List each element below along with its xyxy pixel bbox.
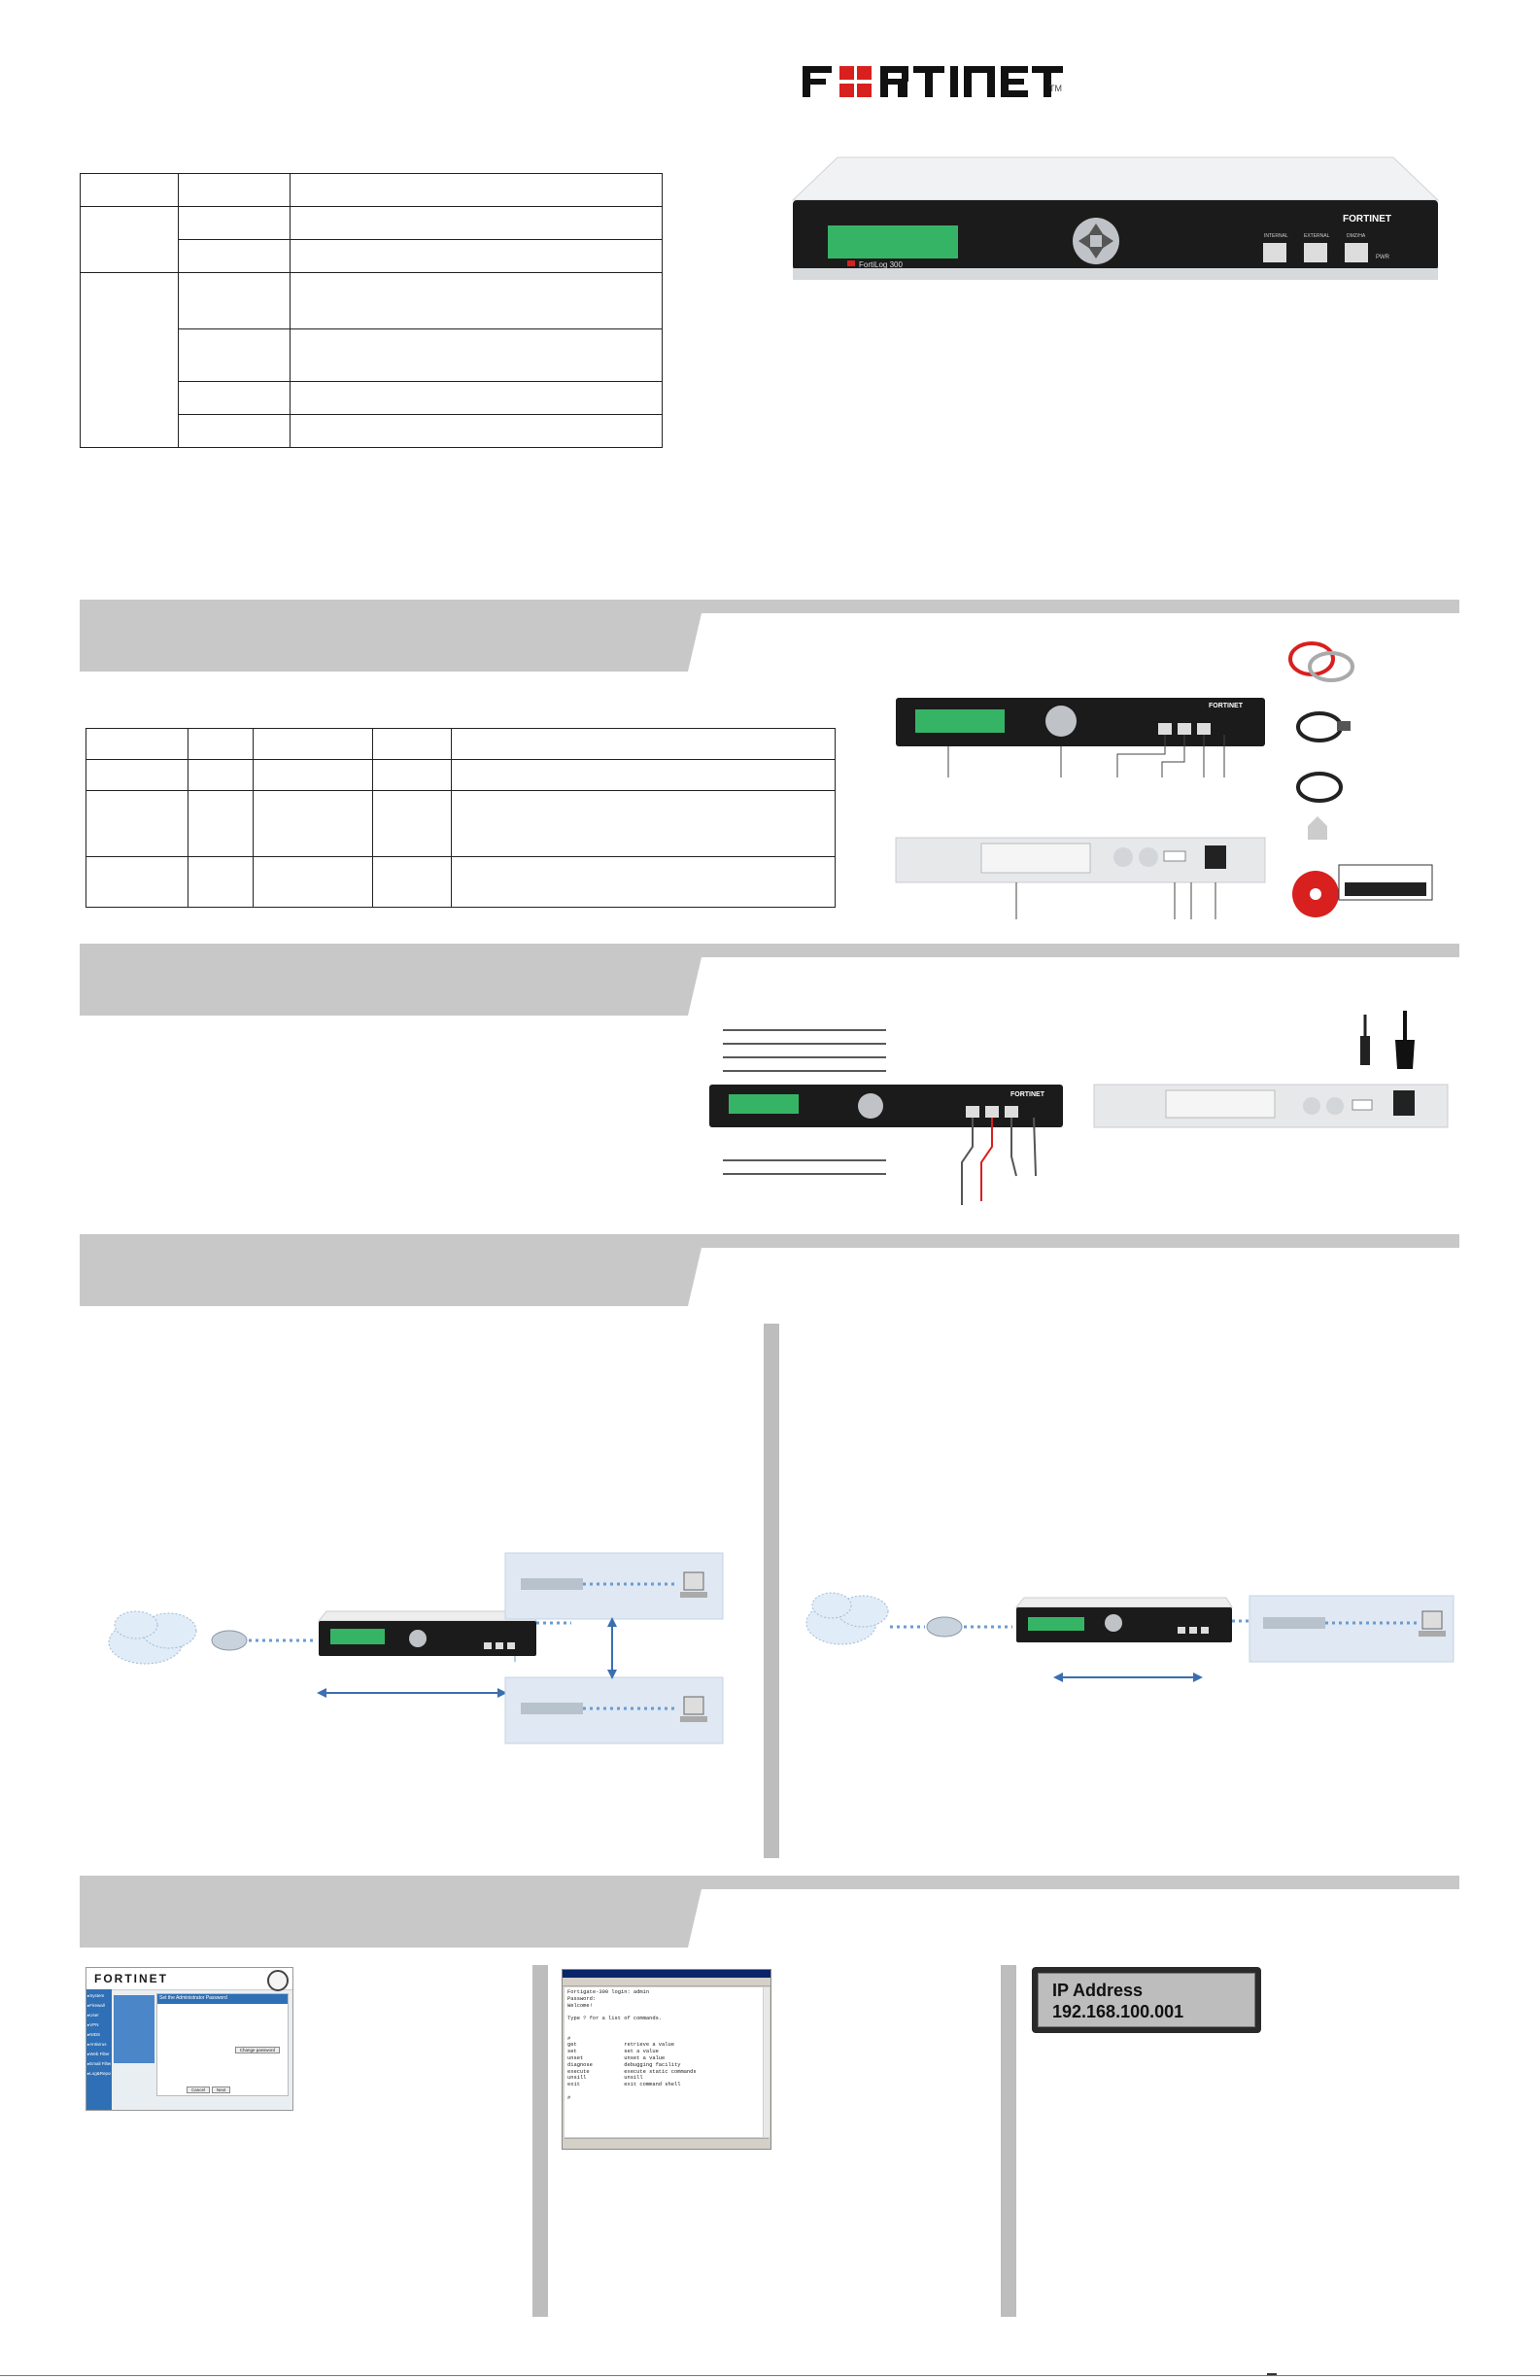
package-illustrations: FORTINET [895,641,1433,919]
svg-text:EXTERNAL: EXTERNAL [1304,233,1330,239]
cli-line [567,2029,760,2036]
menu-item[interactable]: ▸Email Filter [87,2061,111,2066]
cli-line: execute execute static commands [567,2068,697,2075]
cli-line: exit exit command shell [567,2082,681,2088]
menu-item[interactable]: ▸NIDS [87,2032,101,2037]
svg-text:FORTINET: FORTINET [1010,1091,1045,1098]
bottom-rule [0,2375,1540,2376]
cancel-button[interactable]: Cancel [187,2087,211,2093]
cli-line: set set a value [567,2049,659,2055]
cli-line: diagnose debugging facility [567,2061,681,2068]
callout-circle-icon [267,1970,289,1991]
svg-text:FortiLog 300: FortiLog 300 [859,260,903,269]
web-config-screenshot: FORTINET ▸System▸Firewall▸User▸VPN▸NIDS▸… [86,1967,293,2111]
cli-line: Type ? for a list of commands. [567,2016,663,2022]
cli-line: # [567,2094,571,2101]
cli-line: Welcome! [567,2002,593,2009]
column-separator-2 [532,1965,548,2317]
network-diagram-transparent [805,1592,1454,1682]
menu-item[interactable]: ▸Log&Report [87,2071,111,2076]
menu-item[interactable]: ▸VPN [87,2022,99,2027]
cli-line [567,2088,760,2095]
section-banner-2 [80,944,1459,1016]
svg-text:PWR: PWR [1376,255,1390,260]
lcd-display: IP Address 192.168.100.001 [1032,1967,1261,2033]
trademark-mark: TM [1049,84,1062,93]
top-spec-table [80,173,663,448]
cli-line [567,2009,760,2016]
menu-item[interactable]: ▸System [87,1993,105,1998]
dialog-title: Set the Administrator Password [157,1994,288,2004]
cli-line: unsill unsill [567,2075,643,2082]
web-config-menu: ▸System ▸Firewall ▸User ▸VPN ▸NIDS ▸Antivirus… [86,1989,112,2110]
svg-text:DMZ/HA: DMZ/HA [1347,233,1366,239]
menu-item[interactable]: ▸Firewall [87,2003,105,2008]
svg-text:FORTINET: FORTINET [1209,703,1244,709]
bottom-tick [1267,2373,1277,2375]
cli-line: unset unset a value [567,2054,666,2061]
cli-line: get retrieve a value [567,2042,674,2049]
package-contents-table [86,728,836,908]
column-separator-3 [1001,1965,1016,2317]
cli-line: Fortigate-300 login: admin [567,1989,650,1995]
lcd-line-1: IP Address [1052,1981,1144,2000]
change-password-button[interactable]: Change password [234,2047,280,2053]
fortinet-logo [803,66,1063,97]
web-config-logo: FORTINET [94,1972,168,1985]
section-banner-1 [80,600,1459,672]
svg-text:FORTINET: FORTINET [1343,214,1391,224]
cli-line: # [567,2035,571,2042]
svg-text:INTERNAL: INTERNAL [1264,233,1288,239]
menu-item[interactable]: ▸User [87,2013,99,2018]
lcd-line-2: 192.168.100.001 [1052,2002,1184,2021]
cli-line: Password: [567,1995,597,2002]
network-diagram-nat [108,1552,724,1744]
menu-item[interactable]: ▸Web Filter [87,2052,110,2056]
section-banner-3 [80,1234,1459,1306]
next-button[interactable]: Next [212,2087,231,2093]
section-banner-4 [80,1876,1459,1948]
cli-line [567,2022,760,2029]
column-separator [764,1324,779,1858]
menu-item[interactable]: ▸Antivirus [87,2042,107,2047]
connection-illustrations: FORTINET [709,1011,1449,1205]
